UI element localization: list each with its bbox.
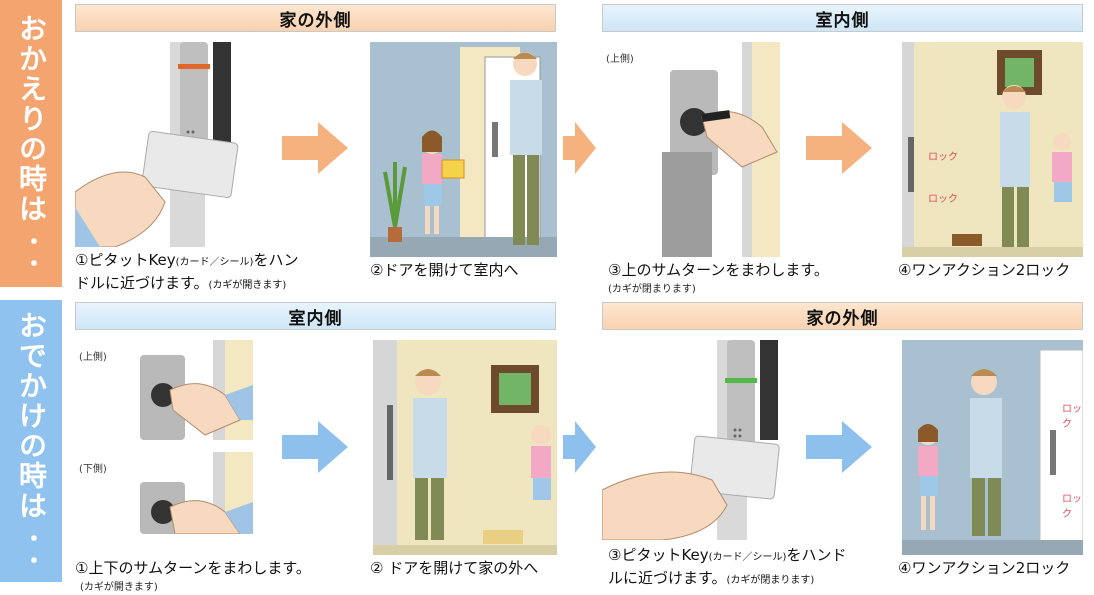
- caption-home-step4: ④ワンアクション2ロック: [898, 261, 1071, 279]
- caption-out-step3-line2: ルに近づけます。: [608, 569, 727, 587]
- going-out-side-label: おでかけの時は ・・: [0, 300, 62, 582]
- illustration-one-action-lock-out: ロック ロック: [902, 340, 1083, 555]
- illustration-lower-thumbturn: (下側): [75, 452, 253, 534]
- label-lower-side-out: (下側): [79, 464, 107, 475]
- return-home-side-text: おかえりの時は: [15, 13, 48, 224]
- caption-home-step1-note: (カギが開きます): [208, 280, 287, 291]
- illustration-upper-thumbturn: (上側): [75, 340, 253, 440]
- header-inside-out: 室内側: [75, 302, 556, 330]
- header-outside-home: 家の外側: [75, 4, 556, 32]
- going-out-side-text: おでかけの時は: [15, 311, 48, 521]
- caption-home-step2: ②ドアを開けて室内へ: [370, 261, 519, 279]
- header-inside-home: 室内側: [602, 4, 1083, 32]
- note-out-step1: (カギが開きます): [80, 582, 158, 593]
- arrow-right-icon: [282, 122, 348, 174]
- caption-out-step3-tail: をハンド: [786, 546, 847, 564]
- caption-out-step2: ② ドアを開けて家の外へ: [370, 559, 539, 577]
- lock-label-upper-home: ロック: [928, 152, 958, 163]
- label-upper-side-home: (上側): [606, 54, 634, 65]
- caption-out-step3-note: (カギが閉まります): [726, 575, 815, 586]
- arrow-right-icon: [806, 421, 872, 473]
- header-outside-out: 家の外側: [602, 302, 1083, 330]
- lock-label-lower-out: ロック: [1062, 494, 1082, 520]
- note-home-step3: (カギが閉まります): [608, 284, 696, 295]
- return-home-side-label: おかえりの時は ・・: [0, 0, 62, 287]
- lock-label-upper-out: ロック: [1062, 404, 1082, 430]
- lock-label-lower-home: ロック: [928, 194, 958, 205]
- illustration-enter-room: [370, 42, 557, 257]
- caption-home-step1: ①ピタットKey(カード／シール)をハン ドルに近づけます。(カギが開きます): [75, 250, 298, 296]
- illustration-card-to-handle-1: [75, 42, 260, 247]
- illustration-go-out: [373, 340, 557, 555]
- arrow-right-small-icon: [563, 122, 596, 174]
- illustration-turn-thumbturn-home: (上側): [602, 42, 780, 257]
- illustration-card-to-handle-3: [602, 340, 787, 540]
- caption-home-step1-main: ①ピタットKey: [75, 251, 176, 269]
- return-home-side-dots: ・・: [19, 229, 44, 274]
- caption-out-step3-small: (カード／シール): [708, 552, 787, 563]
- caption-out-step4: ④ワンアクション2ロック: [898, 559, 1071, 577]
- arrow-right-icon: [282, 421, 348, 473]
- caption-home-step3: ③上のサムターンをまわします。: [608, 261, 829, 279]
- caption-out-step3: ③ピタットKey(カード／シール)をハンド ルに近づけます。(カギが閉まります): [608, 545, 846, 591]
- caption-out-step3-main: ③ピタットKey: [608, 546, 709, 564]
- arrow-right-small-icon: [563, 421, 596, 473]
- caption-home-step1-line2: ドルに近づけます。: [75, 274, 209, 292]
- going-out-side-dots: ・・: [19, 527, 44, 571]
- caption-home-step1-tail: をハン: [253, 251, 299, 269]
- caption-out-step1: ①上下のサムターンをまわします。: [75, 559, 311, 577]
- label-upper-side-out: (上側): [79, 352, 107, 363]
- caption-home-step1-small: (カード／シール): [175, 257, 254, 268]
- illustration-one-action-lock-home: ロック ロック: [902, 42, 1083, 257]
- arrow-right-icon: [806, 122, 872, 174]
